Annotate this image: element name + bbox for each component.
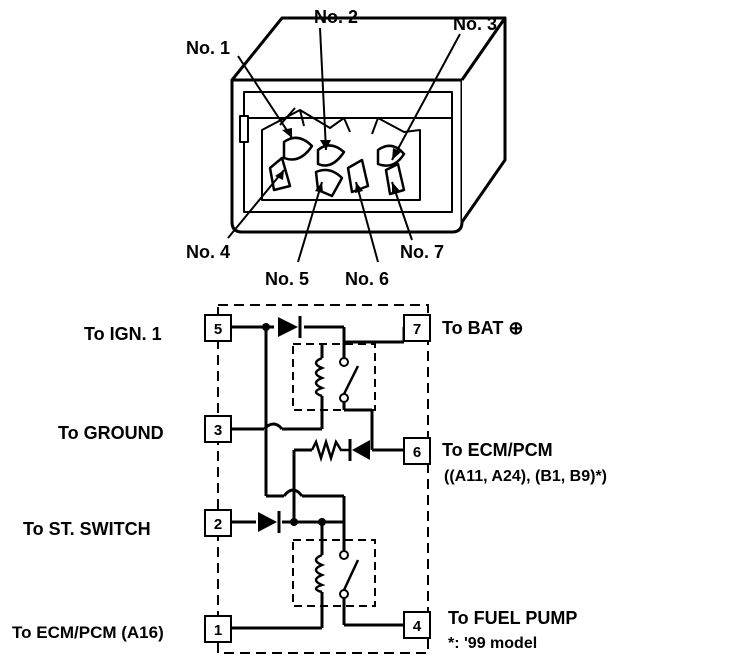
pin-5: 5 [204,314,232,342]
relay-connector-illustration [227,16,507,263]
footnote-99-model: *: '99 model [448,635,537,652]
svg-text:6: 6 [413,444,421,461]
relay-2 [292,539,376,607]
relay-1 [292,343,376,411]
label-to-bat: To BAT ⊕ [442,318,523,338]
label-to-ecm-pcm-a16: To ECM/PCM (A16) [12,623,164,642]
callout-arrowheads [275,128,401,193]
pin-6: 6 [403,437,431,465]
svg-text:1: 1 [214,622,222,639]
svg-text:4: 4 [413,618,422,635]
pin-2: 2 [204,509,232,537]
callout-no-4: No. 4 [186,242,230,262]
label-to-ign-1: To IGN. 1 [84,324,162,344]
svg-text:3: 3 [214,422,222,439]
diode-ign [278,316,302,338]
svg-text:7: 7 [413,321,421,338]
label-to-fuel-pump: To FUEL PUMP [448,608,577,628]
junction-dots [262,323,326,526]
resistor [310,437,350,463]
label-to-ground: To GROUND [58,423,164,443]
pin-1: 1 [204,615,232,643]
label-to-st-switch: To ST. SWITCH [23,519,151,539]
pin-7: 7 [403,314,431,342]
callout-no-6: No. 6 [345,269,389,289]
callout-no-2: No. 2 [314,7,358,27]
pin-4: 4 [403,611,431,639]
pin-3: 3 [204,415,232,443]
callout-no-5: No. 5 [265,269,309,289]
svg-text:2: 2 [214,516,222,533]
callout-no-1: No. 1 [186,38,230,58]
relay-housing-outline [217,304,429,654]
label-ecm-pcm-terminals: ((A11, A24), (B1, B9)*) [444,468,607,485]
diode-st-switch [258,511,281,533]
callout-no-3: No. 3 [453,14,497,34]
callout-no-7: No. 7 [400,242,444,262]
diode-ecm [348,439,370,461]
svg-text:5: 5 [214,321,222,338]
label-to-ecm-pcm: To ECM/PCM [442,440,553,460]
